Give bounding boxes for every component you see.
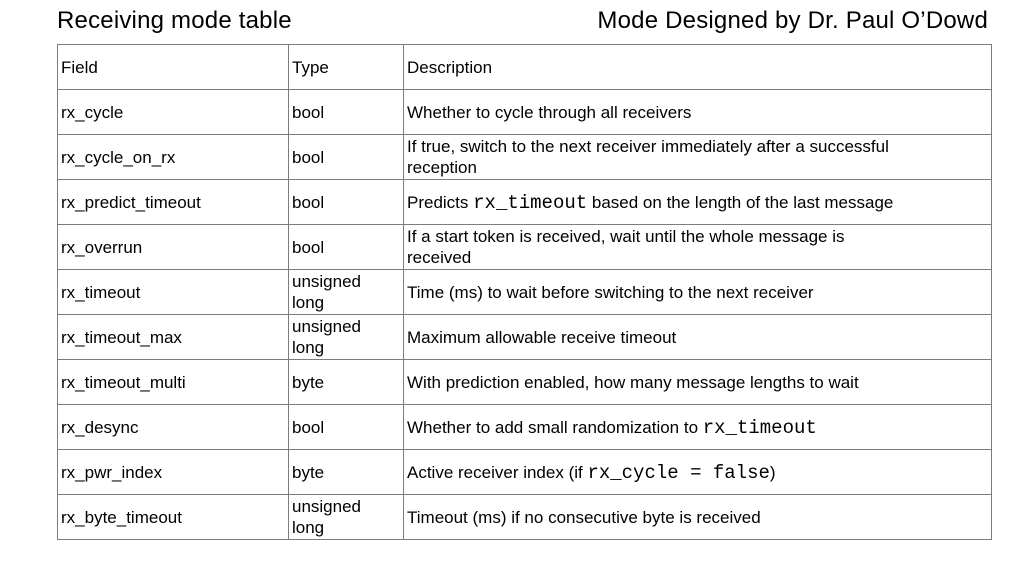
type-cell: byte — [288, 359, 404, 405]
column-header-description: Description — [403, 44, 992, 90]
field-cell: rx_timeout — [57, 269, 289, 315]
description-text: With prediction enabled, how many messag… — [407, 372, 859, 392]
table-header-row: Field Type Description — [57, 44, 992, 90]
type-cell: bool — [288, 134, 404, 180]
description-text: based on the length of the last message — [587, 192, 894, 212]
code-text: rx_timeout — [473, 191, 588, 214]
type-cell: unsigned long — [288, 269, 404, 315]
description-cell: If a start token is received, wait until… — [403, 224, 992, 270]
description-text: Active receiver index (if — [407, 462, 588, 482]
title-bar: Receiving mode table Mode Designed by Dr… — [57, 7, 988, 35]
type-cell: bool — [288, 224, 404, 270]
credit-title: Mode Designed by Dr. Paul O’Dowd — [597, 7, 988, 34]
description-cell: Predicts rx_timeout based on the length … — [403, 179, 992, 225]
code-text: rx_cycle = false — [587, 461, 770, 484]
field-cell: rx_byte_timeout — [57, 494, 289, 540]
type-cell: bool — [288, 89, 404, 135]
type-cell: unsigned long — [288, 494, 404, 540]
page-title: Receiving mode table — [57, 7, 292, 34]
column-header-field: Field — [57, 44, 289, 90]
description-cell: Time (ms) to wait before switching to th… — [403, 269, 992, 315]
field-cell: rx_desync — [57, 404, 289, 450]
field-cell: rx_predict_timeout — [57, 179, 289, 225]
description-cell: If true, switch to the next receiver imm… — [403, 134, 992, 180]
description-text: Time (ms) to wait before switching to th… — [407, 282, 814, 302]
description-text: Maximum allowable receive timeout — [407, 327, 677, 347]
column-header-type: Type — [288, 44, 404, 90]
type-cell: bool — [288, 404, 404, 450]
type-cell: byte — [288, 449, 404, 495]
field-cell: rx_timeout_max — [57, 314, 289, 360]
field-cell: rx_cycle — [57, 89, 289, 135]
type-cell: unsigned long — [288, 314, 404, 360]
description-text: ) — [769, 462, 776, 482]
description-cell: Whether to cycle through all receivers — [403, 89, 992, 135]
type-cell: bool — [288, 179, 404, 225]
description-cell: With prediction enabled, how many messag… — [403, 359, 992, 405]
description-cell: Maximum allowable receive timeout — [403, 314, 992, 360]
description-text: Predicts — [407, 192, 474, 212]
code-text: rx_timeout — [702, 416, 817, 439]
field-cell: rx_cycle_on_rx — [57, 134, 289, 180]
description-cell: Timeout (ms) if no consecutive byte is r… — [403, 494, 992, 540]
description-text: Timeout (ms) if no consecutive byte is r… — [407, 507, 761, 527]
description-text: If true, switch to the next receiver imm… — [407, 137, 889, 177]
field-cell: rx_timeout_multi — [57, 359, 289, 405]
description-text: Whether to add small randomization to — [407, 417, 703, 437]
description-cell: Active receiver index (if rx_cycle = fal… — [403, 449, 992, 495]
field-cell: rx_overrun — [57, 224, 289, 270]
description-text: If a start token is received, wait until… — [407, 227, 845, 267]
field-cell: rx_pwr_index — [57, 449, 289, 495]
description-text: Whether to cycle through all receivers — [407, 102, 692, 122]
description-cell: Whether to add small randomization to rx… — [403, 404, 992, 450]
